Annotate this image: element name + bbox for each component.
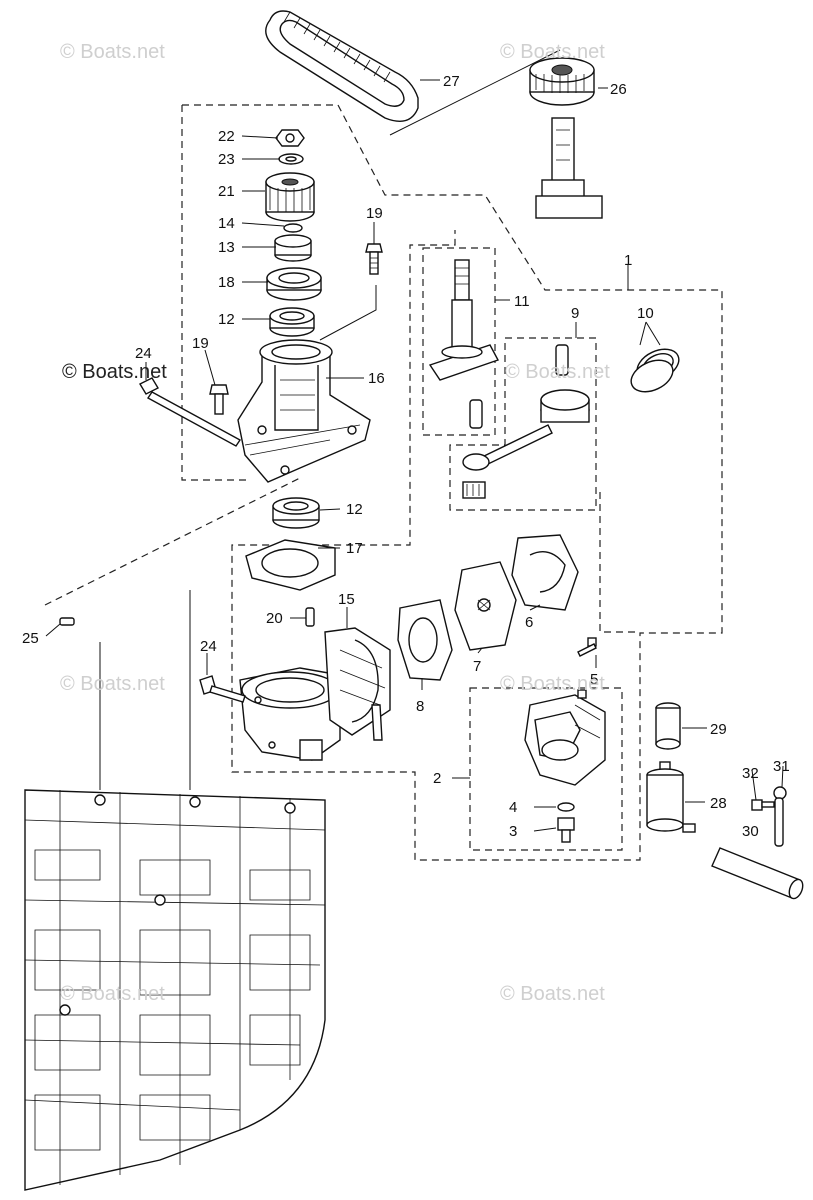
group-boundary-11 [422, 247, 496, 436]
callout-12-lower: 12 [346, 501, 363, 518]
callout-31: 31 [773, 758, 790, 775]
pump-shaft [428, 259, 500, 429]
callout-24-upper: 24 [135, 345, 152, 362]
watermark: © Boats.net [500, 983, 605, 1005]
piston-assembly [462, 344, 590, 499]
bearing-upper [269, 307, 315, 337]
bolt [199, 675, 246, 703]
bearing-lower [272, 497, 320, 529]
callout-30: 30 [742, 823, 759, 840]
callout-7: 7 [473, 658, 481, 675]
callout-13: 13 [218, 239, 235, 256]
clamp [773, 786, 787, 847]
cylinder-block [24, 789, 326, 1191]
pin [59, 617, 75, 626]
small-washer [283, 223, 303, 233]
callout-10: 10 [637, 305, 654, 322]
callout-5: 5 [590, 671, 598, 688]
group-boundary-main [182, 104, 723, 861]
screw [577, 637, 597, 657]
dowel-pin [305, 607, 315, 627]
pump-body [239, 627, 391, 761]
callout-6: 6 [525, 614, 533, 631]
group-boundary-25 [44, 477, 301, 606]
bolt [139, 377, 242, 447]
callout-20: 20 [266, 610, 283, 627]
group-boundary-9 [449, 337, 597, 511]
screw [751, 799, 775, 811]
callout-16: 16 [368, 370, 385, 387]
watermark: © Boats.net [500, 673, 605, 695]
fuel-filter [646, 761, 696, 833]
callout-8: 8 [416, 698, 424, 715]
watermark: © Boats.net [60, 41, 165, 63]
gasket [245, 539, 336, 591]
callout-11: 11 [514, 293, 530, 310]
watermark: © Boats.net [60, 673, 165, 695]
gasket [397, 599, 453, 681]
washer [557, 802, 575, 812]
callout-15: 15 [338, 591, 355, 608]
washer [278, 153, 304, 165]
callout-19-upper: 19 [366, 205, 383, 222]
diaphragm [454, 561, 517, 651]
fuel-pump-assembly [524, 689, 606, 786]
group-boundary-pump [599, 492, 640, 633]
callout-4: 4 [509, 799, 517, 816]
collar [274, 234, 312, 262]
watermark-prominent: © Boats.net [62, 361, 167, 383]
group-boundary-upper-left [181, 105, 250, 481]
bolt [209, 384, 229, 415]
gear [265, 172, 315, 222]
callout-3: 3 [509, 823, 517, 840]
callout-21: 21 [218, 183, 235, 200]
callout-23: 23 [218, 151, 235, 168]
callout-28: 28 [710, 795, 727, 812]
watermark: © Boats.net [500, 41, 605, 63]
callout-17: 17 [346, 540, 363, 557]
watermark: © Boats.net [60, 983, 165, 1005]
callout-32: 32 [742, 765, 759, 782]
fitting [557, 817, 575, 843]
bolt [365, 243, 383, 275]
watermark: © Boats.net [505, 361, 610, 383]
callout-25: 25 [22, 630, 39, 647]
pump-cover [511, 534, 579, 611]
oil-seal [266, 267, 322, 301]
piston-rings [630, 348, 680, 393]
callout-12-upper: 12 [218, 311, 235, 328]
callout-29: 29 [710, 721, 727, 738]
callout-9: 9 [571, 305, 579, 322]
drive-pulley [529, 57, 595, 106]
crankshaft-end [535, 117, 603, 219]
timing-belt [265, 10, 419, 122]
callout-19-mid: 19 [192, 335, 209, 352]
callout-24-lower: 24 [200, 638, 217, 655]
callout-18: 18 [218, 274, 235, 291]
callout-2: 2 [433, 770, 441, 787]
sleeve [655, 702, 681, 750]
callout-22: 22 [218, 128, 235, 145]
group-boundary-2 [469, 687, 623, 851]
nut [275, 129, 305, 147]
callout-14: 14 [218, 215, 235, 232]
callout-26: 26 [610, 81, 627, 98]
fuel-hose [711, 847, 804, 900]
pump-bracket [237, 339, 371, 483]
callout-27: 27 [443, 73, 460, 90]
callout-1: 1 [624, 252, 632, 269]
